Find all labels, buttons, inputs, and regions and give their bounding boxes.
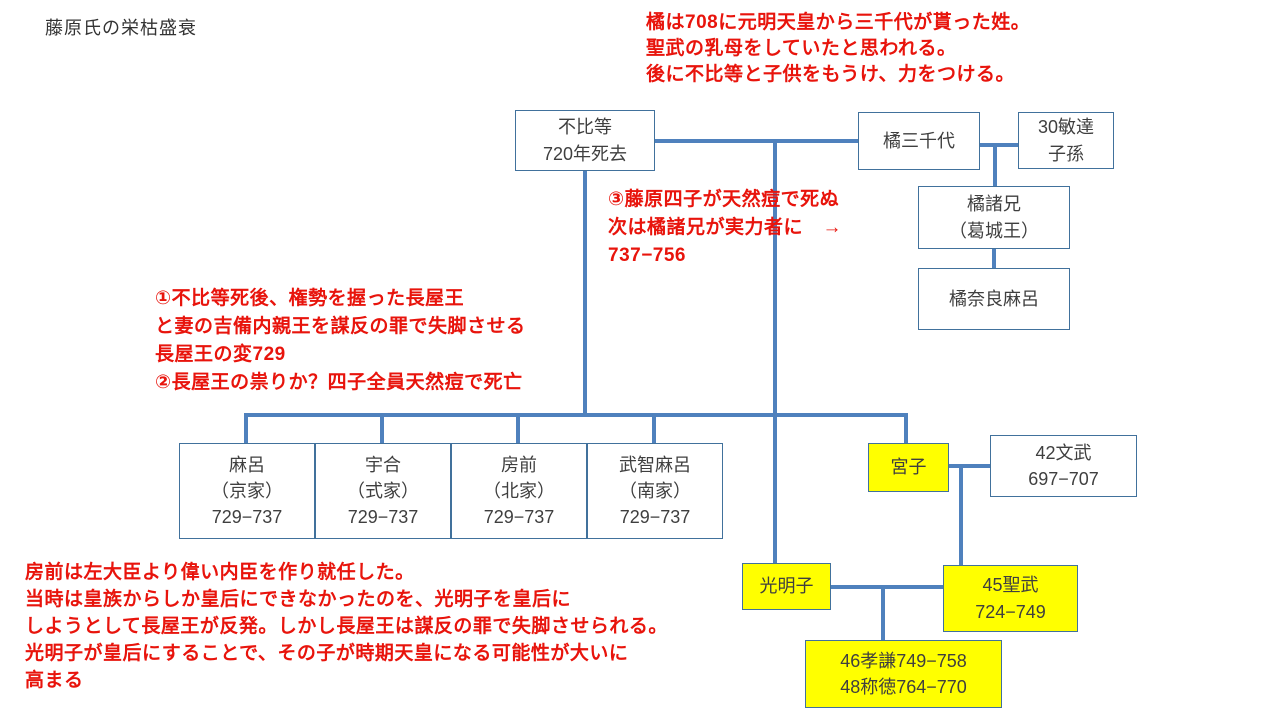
connector-stub-maro xyxy=(244,413,248,443)
connector-moroe-naramaro xyxy=(992,249,996,268)
node-koken: 46孝謙749−758 48称徳764−770 xyxy=(805,640,1002,708)
node-miyako: 宮子 xyxy=(868,443,949,492)
note-empress-komyoshi: 房前は左大臣より偉い内臣を作り就任した。 当時は皇族からしか皇后にできなかったの… xyxy=(25,562,668,691)
connector-stub-muchimaro xyxy=(652,413,656,443)
connector-komyoshi-shomu-marriage xyxy=(831,585,943,589)
node-monmu: 42文武 697−707 xyxy=(990,435,1137,497)
node-michiyo: 橘三千代 xyxy=(858,112,980,170)
node-fuhito: 不比等 720年死去 xyxy=(515,110,655,171)
node-fusasaki: 房前 （北家） 729−737 xyxy=(451,443,587,539)
connector-stub-fusasaki xyxy=(516,413,520,443)
node-moroe: 橘諸兄 （葛城王） xyxy=(918,186,1070,249)
note-smallpox-deaths: ③藤原四子が天然痘で死ぬ 次は橘諸兄が実力者に → 737−756 xyxy=(608,189,843,266)
note-nagaya-incident: ①不比等死後、権勢を握った長屋王 と妻の吉備内親王を謀反の罪で失脚させる 長屋王… xyxy=(155,288,526,393)
node-muchimaro: 武智麻呂 （南家） 729−737 xyxy=(587,443,723,539)
page-title: 藤原氏の栄枯盛衰 xyxy=(45,18,197,38)
connector-fuhito-down xyxy=(583,171,587,417)
connector-michiyo-bidatsu-marriage xyxy=(980,143,1018,147)
node-naramaro: 橘奈良麻呂 xyxy=(918,268,1070,330)
note-tachibana-origin: 橘は708に元明天皇から三千代が貰った姓。 聖武の乳母をしていたと思われる。 後… xyxy=(646,12,1031,85)
node-komyoshi: 光明子 xyxy=(742,563,831,610)
node-bidatsu: 30敏達 子孫 xyxy=(1018,112,1114,169)
connector-fuhito-michiyo-marriage xyxy=(655,139,858,143)
node-maro: 麻呂 （京家） 729−737 xyxy=(179,443,315,539)
connector-down-to-koken xyxy=(881,585,885,640)
connector-miyako-monmu-marriage xyxy=(949,464,990,468)
connector-sibling-line xyxy=(244,413,908,417)
connector-down-to-shomu xyxy=(959,464,963,565)
node-shomu: 45聖武 724−749 xyxy=(943,565,1078,632)
connector-marriage-down-to-komyoshi xyxy=(773,139,777,563)
node-umakai: 宇合 （式家） 729−737 xyxy=(315,443,451,539)
connector-stub-miyako xyxy=(904,413,908,443)
connector-stub-umakai xyxy=(380,413,384,443)
connector-down-to-moroe xyxy=(993,143,997,186)
